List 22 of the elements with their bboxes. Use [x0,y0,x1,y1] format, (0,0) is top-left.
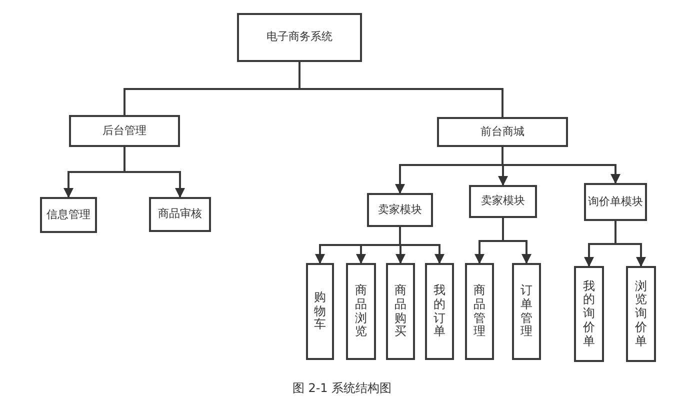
figure-caption: 图 2-1 系统结构图 [292,381,392,395]
arrow [614,221,646,267]
connector-line [298,62,504,117]
module-box: 商品管理 [465,263,494,360]
system-box: 卖家模块 [367,193,433,227]
module-box: 商品浏览 [346,263,376,360]
system-box: 前台商城 [437,117,568,147]
system-box: 询价单模块 [584,183,647,221]
module-box: 商品购买 [386,263,415,360]
module-box: 订单管理 [512,263,541,360]
system-box: 电子商务系统 [237,13,362,62]
system-box: 信息管理 [40,197,97,233]
module-box: 我的询价单 [574,266,604,362]
module-box: 我的订单 [425,263,454,360]
system-box: 后台管理 [69,115,180,147]
arrow [502,218,532,264]
module-box: 购物车 [306,263,334,360]
arrow [399,227,444,264]
system-box: 卖家模块 [469,185,537,218]
system-box: 商品审核 [149,197,211,232]
module-box: 浏览询价单 [626,266,656,362]
arrow [502,147,620,184]
